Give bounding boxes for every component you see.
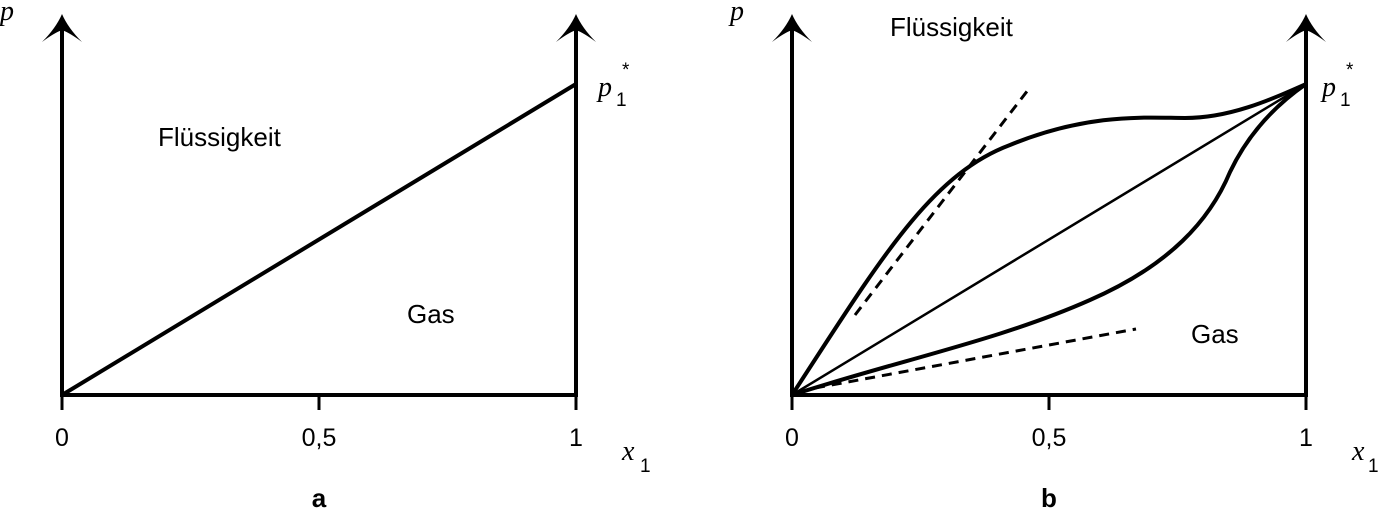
panel-a-x-axis-label: x 1 — [621, 436, 651, 477]
panel-a-x-axis-x: x — [621, 436, 635, 467]
panel-a-pure-pressure-p: p — [596, 72, 612, 103]
panel-a-y-axis-label: p — [0, 0, 14, 27]
panel-a-label: a — [312, 483, 327, 513]
panel-b-raoult-line — [791, 82, 1307, 397]
panel-b-y-axis-label: p — [728, 0, 744, 27]
panel-b-x-axis-x: x — [1351, 436, 1365, 467]
panel-b-tick-label-0: 0 — [785, 424, 799, 452]
panel-a-pure-pressure-superscript: * — [622, 60, 630, 81]
panel-a: p 0 0,5 1 Flüssigkeit Gas p 1 * x 1 a — [0, 0, 651, 513]
panel-b-tick-label-1: 1 — [1299, 424, 1313, 452]
panel-b-region-gas: Gas — [1191, 319, 1239, 349]
panel-a-tick-label-1: 1 — [569, 424, 583, 452]
panel-a-region-liquid: Flüssigkeit — [158, 122, 282, 152]
panel-a-left-axis-arrow-icon — [42, 14, 82, 42]
panel-b-x-axis-subscript: 1 — [1368, 456, 1379, 477]
panel-a-region-gas: Gas — [407, 299, 455, 329]
panel-a-pure-pressure-label: p 1 * — [596, 60, 630, 111]
panel-a-tick-label-0: 0 — [55, 424, 69, 452]
panel-a-pure-pressure-subscript: 1 — [616, 90, 627, 111]
panel-b-lower-tangent — [814, 327, 1137, 390]
panel-b-pure-pressure-p: p — [1320, 72, 1336, 103]
panel-b-tick-label-05: 0,5 — [1032, 424, 1067, 452]
panel-b-pure-pressure-subscript: 1 — [1340, 90, 1351, 111]
panel-b-boiling-curve — [790, 82, 1307, 397]
panel-a-raoult-line — [60, 82, 578, 397]
panel-a-tick-label-05: 0,5 — [302, 424, 337, 452]
panel-b-region-liquid: Flüssigkeit — [890, 12, 1014, 42]
panel-a-right-axis-arrow-icon — [556, 14, 596, 42]
panel-b-label: b — [1041, 483, 1057, 513]
panel-b-pure-pressure-label: p 1 * — [1320, 60, 1354, 111]
panel-b-pure-pressure-superscript: * — [1346, 60, 1354, 81]
panel-b-upper-tangent — [853, 89, 1030, 316]
panel-b-right-axis-arrow-icon — [1286, 14, 1326, 42]
panel-b-dew-curve — [791, 82, 1308, 397]
panel-b-left-axis-arrow-icon — [772, 14, 812, 42]
panel-b: p 0 0,5 1 Flüssigkeit Gas p 1 * x 1 b — [728, 0, 1379, 513]
panel-b-x-axis-label: x 1 — [1351, 436, 1379, 477]
panel-a-x-axis-subscript: 1 — [640, 456, 651, 477]
